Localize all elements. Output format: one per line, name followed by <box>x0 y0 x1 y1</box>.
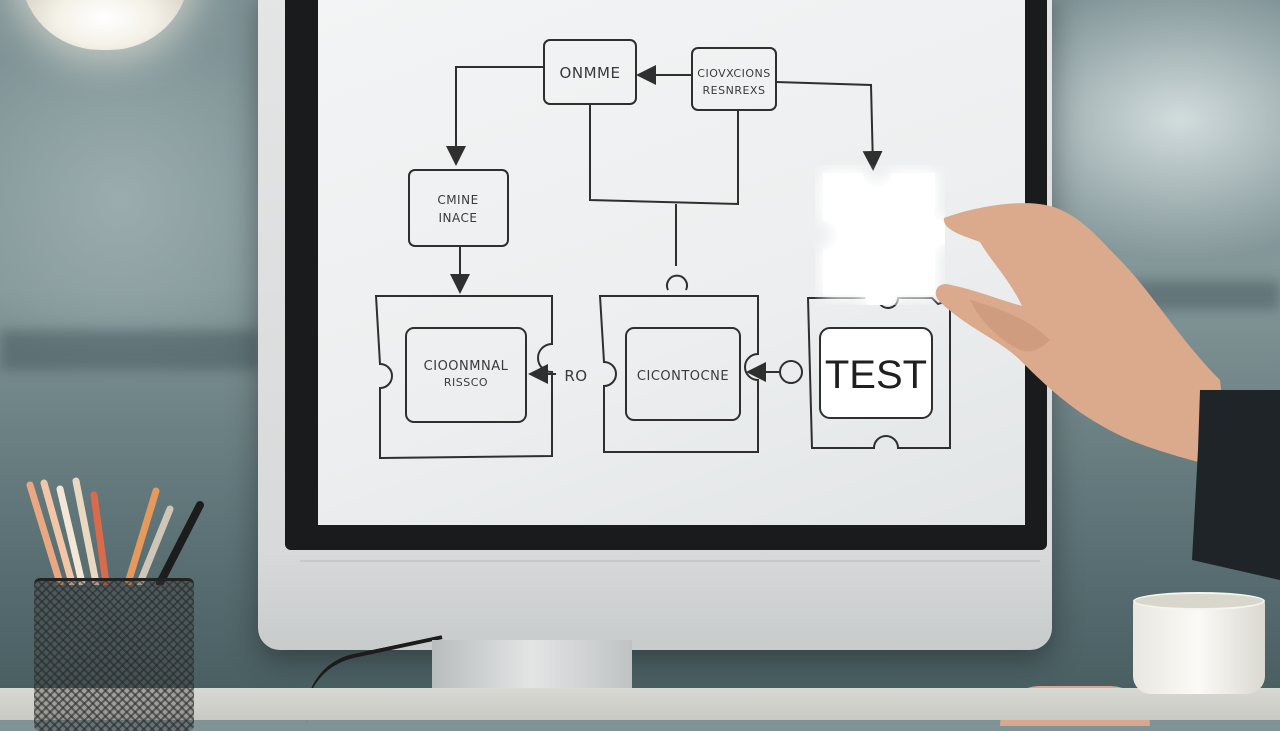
left-node-label-2: INACE <box>439 211 478 225</box>
connector-knob <box>666 274 688 291</box>
test-node-label: TEST <box>825 353 927 397</box>
bottom-middle-node-label: CICONTOCNE <box>637 369 729 384</box>
test-node <box>819 327 933 419</box>
bottom-middle-frame <box>598 295 759 453</box>
top-right-node-label-1: CIOVXCIONS <box>697 67 770 80</box>
arrow-icon <box>446 66 544 166</box>
bottom-left-inner-node <box>405 327 527 423</box>
pencils <box>26 477 204 585</box>
coffee-mug-rim <box>1133 592 1265 610</box>
bottom-left-node-label-1: CIOONMNAL <box>424 359 509 374</box>
between-label: RO <box>564 367 587 385</box>
bottom-left-node-label-2: RISSCO <box>444 376 488 389</box>
connector-circle <box>779 360 803 384</box>
top-center-node-label: ONMME <box>560 64 621 82</box>
top-right-node-label-2: RESNREXS <box>703 84 766 97</box>
puzzle-piece-icon <box>823 173 945 305</box>
pencil-cup <box>34 578 194 731</box>
left-node-label-1: CMINE <box>437 193 478 207</box>
monitor-chin <box>300 560 1040 562</box>
coffee-mug <box>1133 598 1265 694</box>
connector-line <box>589 104 739 206</box>
desk-surface <box>0 688 1280 720</box>
arrow-icon <box>775 81 883 171</box>
flowchart-diagram: ONMME CIOVXCIONS RESNREXS CMINE INACE CI… <box>374 39 951 460</box>
top-right-node <box>691 47 777 111</box>
bottom-left-frame <box>374 295 553 460</box>
background-window-frame <box>0 330 260 370</box>
bottom-right-frame <box>806 297 951 449</box>
hand <box>935 203 1280 580</box>
left-node <box>408 169 509 247</box>
bottom-middle-inner-node <box>625 327 741 421</box>
